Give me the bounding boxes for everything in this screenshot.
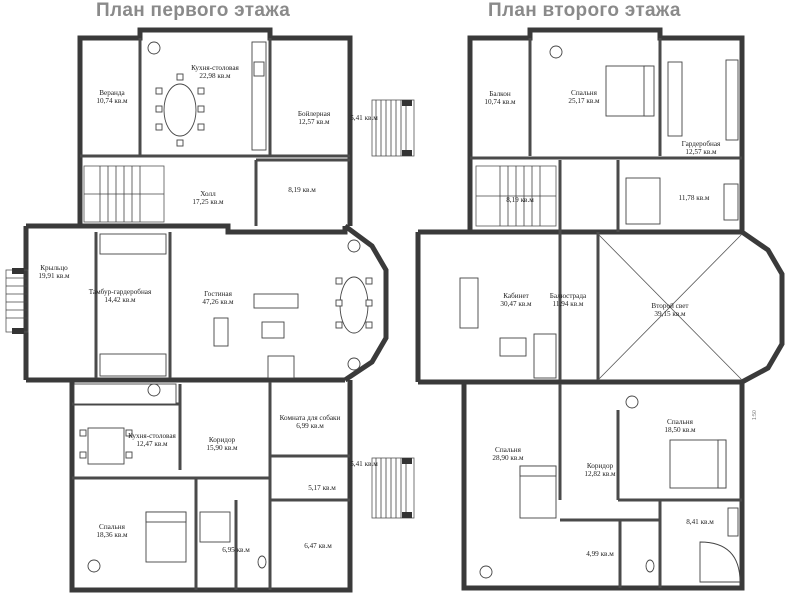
floor2-walls: [415, 27, 785, 591]
room-balcony-name: Балкон: [489, 90, 511, 98]
floor2-second-light-void: [597, 233, 743, 381]
room-corridor2-name: Коридор: [587, 462, 614, 470]
room-wardrobe-area: 12,57 кв.м: [685, 148, 717, 156]
room-kryltso-name: Крыльцо: [40, 264, 68, 272]
room-dog-room-area: 6,99 кв.м: [296, 422, 324, 430]
room-porch-bottom-area: 5,41 кв.м: [350, 460, 378, 468]
floor1-kitchen-furniture: [155, 41, 267, 151]
floor1-walls: [23, 27, 389, 593]
room-bath-b-area: 6,47 кв.м: [304, 542, 332, 550]
room-living-area: 47,26 кв.м: [202, 298, 234, 306]
floor1-kitchen2-furniture: [73, 383, 177, 465]
room-second-light-name: Второй свет: [651, 302, 689, 310]
room-kitchen2-name: Кухня-столовая: [128, 432, 176, 440]
room-hall-area: 17,25 кв.м: [192, 198, 224, 206]
room-tambour-area: 14,42 кв.м: [104, 296, 136, 304]
floor2-furniture: [459, 45, 741, 583]
room-bedroom-right-area: 18,50 кв.м: [664, 426, 696, 434]
room-bath-top2-area: 11,78 кв.м: [679, 194, 710, 202]
room-second-light-area: 39,15 кв.м: [654, 310, 686, 318]
room-dog-room-name: Комната для собаки: [280, 414, 341, 422]
room-veranda-area: 10,74 кв.м: [96, 97, 128, 105]
room-balcony-area: 10,74 кв.м: [484, 98, 516, 106]
floor2-stairs: [475, 165, 557, 227]
room-tambour-name: Тамбур-гардеробная: [89, 288, 152, 296]
floor1-bedroom-furniture: [145, 511, 267, 569]
room-balustrade-name: Балюстрада: [550, 292, 587, 300]
floor2-plan: Балкон 10,74 кв.м Спальня 25,17 кв.м Гар…: [415, 27, 785, 591]
room-kitchen2-area: 12,47 кв.м: [136, 440, 168, 448]
floor1-entrance-stairs: [5, 268, 29, 334]
floor1-plants: [87, 41, 361, 573]
room-wardrobe-name: Гардеробная: [682, 140, 721, 148]
room-corridor2-area: 12,82 кв.м: [584, 470, 616, 478]
room-veranda-name: Веранда: [99, 89, 125, 97]
room-bath-right-area: 8,41 кв.м: [686, 518, 714, 526]
room-corridor-area: 15,90 кв.м: [206, 444, 238, 452]
room-bedroom-area: 18,36 кв.м: [96, 531, 128, 539]
room-porch-top-area: 5,41 кв.м: [350, 114, 378, 122]
room-cabinet-area: 30,47 кв.м: [500, 300, 532, 308]
floor1-plan: Веранда 10,74 кв.м Кухня-столовая 22,98 …: [5, 27, 415, 593]
room-bath-a-area: 6,95 кв.м: [222, 546, 250, 554]
floor1-title: План первого этажа: [96, 0, 291, 21]
room-boiler-name: Бойлерная: [298, 110, 331, 118]
room-bath-top-area: 8,19 кв.м: [288, 186, 316, 194]
room-bedroom-top-area: 25,17 кв.м: [568, 97, 600, 105]
room-bedroom-right-name: Спальня: [667, 418, 694, 426]
floor2-labels: Балкон 10,74 кв.м Спальня 25,17 кв.м Гар…: [484, 89, 721, 558]
room-boiler-area: 12,57 кв.м: [298, 118, 330, 126]
room-bedroom-name: Спальня: [99, 523, 126, 531]
floor1-porch-stairs-bottom: [371, 457, 415, 519]
scale-note: 1:50: [752, 410, 758, 420]
room-hall-name: Холл: [200, 190, 216, 198]
floor2-title: План второго этажа: [488, 0, 681, 21]
room-bedroom-top-name: Спальня: [571, 89, 598, 97]
room-bedroom-left-name: Спальня: [495, 446, 522, 454]
room-kryltso-area: 19,91 кв.м: [38, 272, 70, 280]
room-bath-small-area: 4,99 кв.м: [586, 550, 614, 558]
floor1-labels: Веранда 10,74 кв.м Кухня-столовая 22,98 …: [38, 64, 378, 554]
room-vestibule-area: 5,17 кв.м: [308, 484, 336, 492]
room-balustrade-area: 11,94 кв.м: [553, 300, 584, 308]
room-stair-hall-area: 8,19 кв.м: [506, 196, 534, 204]
room-kitchen-dining-area: 22,98 кв.м: [199, 72, 231, 80]
floor1-living-furniture: [99, 233, 373, 379]
room-living-name: Гостиная: [204, 290, 233, 298]
room-corridor-name: Коридор: [209, 436, 236, 444]
floor1-porch-stairs-top: [371, 99, 415, 157]
floor1-stairs-main: [83, 165, 165, 223]
room-kitchen-dining-name: Кухня-столовая: [191, 64, 239, 72]
room-bedroom-left-area: 28,90 кв.м: [492, 454, 524, 462]
room-cabinet-name: Кабинет: [503, 292, 529, 300]
